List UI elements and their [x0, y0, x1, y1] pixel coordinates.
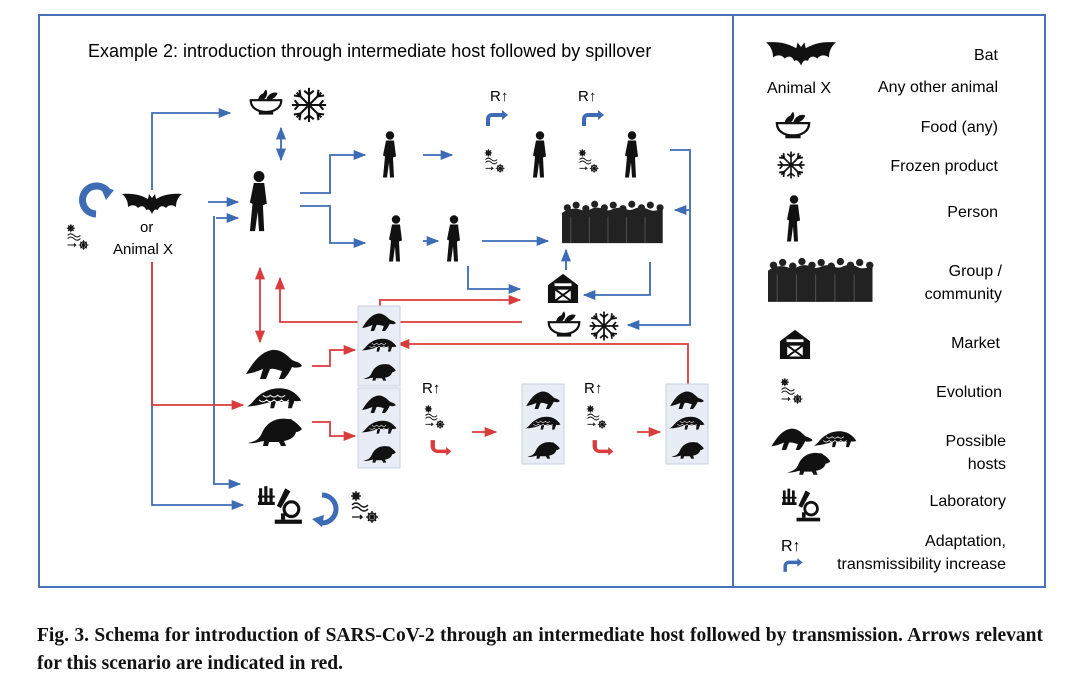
legend-label-food: Food (any)	[921, 119, 998, 136]
figure-caption: Fig. 3. Schema for introduction of SARS-…	[37, 625, 1043, 674]
person-icon	[249, 171, 267, 232]
legend-label-laboratory: Laboratory	[930, 493, 1007, 510]
legend-label-adaptation: Adaptation,	[925, 533, 1006, 550]
legend-laboratory-icon	[782, 488, 822, 522]
legend-pangolin-icon	[813, 430, 857, 448]
legend-evolution-icon	[780, 377, 803, 405]
legend-label-group: Group /	[949, 263, 1003, 280]
host-panel	[521, 383, 565, 465]
legend-divider	[732, 14, 734, 588]
figure-frame	[38, 14, 1046, 588]
lab-loop-arrow	[312, 492, 339, 527]
source-animal-x-label: Animal X	[113, 241, 173, 258]
evolution-icon	[424, 404, 446, 430]
food-bowl-icon	[547, 310, 581, 338]
person-icon	[447, 215, 460, 262]
r-up-label: R↑	[490, 88, 508, 105]
legend-label-person: Person	[947, 204, 998, 221]
legend-snowflake-icon	[776, 150, 806, 180]
adaptation-arrow-1	[486, 110, 508, 126]
legend-adaptation-icon	[783, 558, 803, 572]
legend-person-icon	[787, 195, 800, 242]
adaptation-arrow-2	[582, 110, 604, 126]
legend-label-community: community	[925, 286, 1002, 303]
snowflake-icon	[588, 310, 620, 342]
r-up-label: R↑	[422, 380, 440, 397]
evolution-icon	[586, 404, 608, 430]
legend-r-up: R↑	[781, 538, 801, 555]
legend-label-hosts: hosts	[968, 456, 1006, 473]
snowflake-icon	[290, 86, 328, 124]
schema-diagram: Example 2: introduction through intermed…	[66, 41, 1006, 573]
self-loop-arrow	[79, 182, 114, 218]
rat-icon	[248, 418, 302, 446]
person-icon	[383, 131, 396, 178]
legend-rat-icon	[787, 452, 831, 475]
legend-label-transmissibility: transmissibility increase	[837, 556, 1006, 573]
evolution-icon	[578, 148, 600, 174]
adaptation-arrow-red-2	[592, 440, 614, 456]
food-bowl-icon	[249, 88, 283, 116]
r-up-label: R↑	[578, 88, 596, 105]
legend-label-market: Market	[951, 335, 1000, 352]
adaptation-arrow-red-1	[430, 440, 452, 456]
person-icon	[625, 131, 638, 178]
ferret-icon	[246, 349, 302, 379]
crowd-icon	[562, 200, 665, 244]
legend-ferret-icon	[771, 428, 813, 450]
legend-label-evolution: Evolution	[936, 384, 1002, 401]
market-icon	[546, 272, 580, 304]
r-up-label: R↑	[584, 380, 602, 397]
host-panel	[665, 383, 709, 465]
legend-label-bat: Bat	[974, 47, 999, 64]
source-or-label: or	[140, 219, 153, 236]
evolution-icon	[484, 148, 506, 174]
legend-market-icon	[778, 328, 812, 360]
legend-label-possible: Possible	[946, 433, 1007, 450]
evolution-icon	[66, 223, 89, 251]
legend-label-frozen: Frozen product	[890, 158, 998, 175]
person-icon	[389, 215, 402, 262]
evolution-icon	[350, 490, 379, 524]
pangolin-icon	[246, 387, 302, 409]
legend-label-any-animal: Any other animal	[878, 79, 998, 96]
legend-bat-icon	[766, 42, 836, 66]
blue-flows	[151, 107, 691, 511]
bat-icon	[122, 193, 182, 214]
legend-food-icon	[775, 110, 811, 140]
legend-crowd-icon	[768, 257, 874, 303]
diagram-title: Example 2: introduction through intermed…	[88, 41, 651, 61]
red-flows	[151, 262, 689, 442]
legend: Bat Animal X Any other animal Food (any)…	[766, 42, 1006, 573]
host-panel	[357, 305, 401, 387]
legend-animal-x-tag: Animal X	[767, 80, 831, 97]
laboratory-icon	[258, 486, 304, 524]
host-panel	[357, 387, 401, 469]
person-icon	[533, 131, 546, 178]
